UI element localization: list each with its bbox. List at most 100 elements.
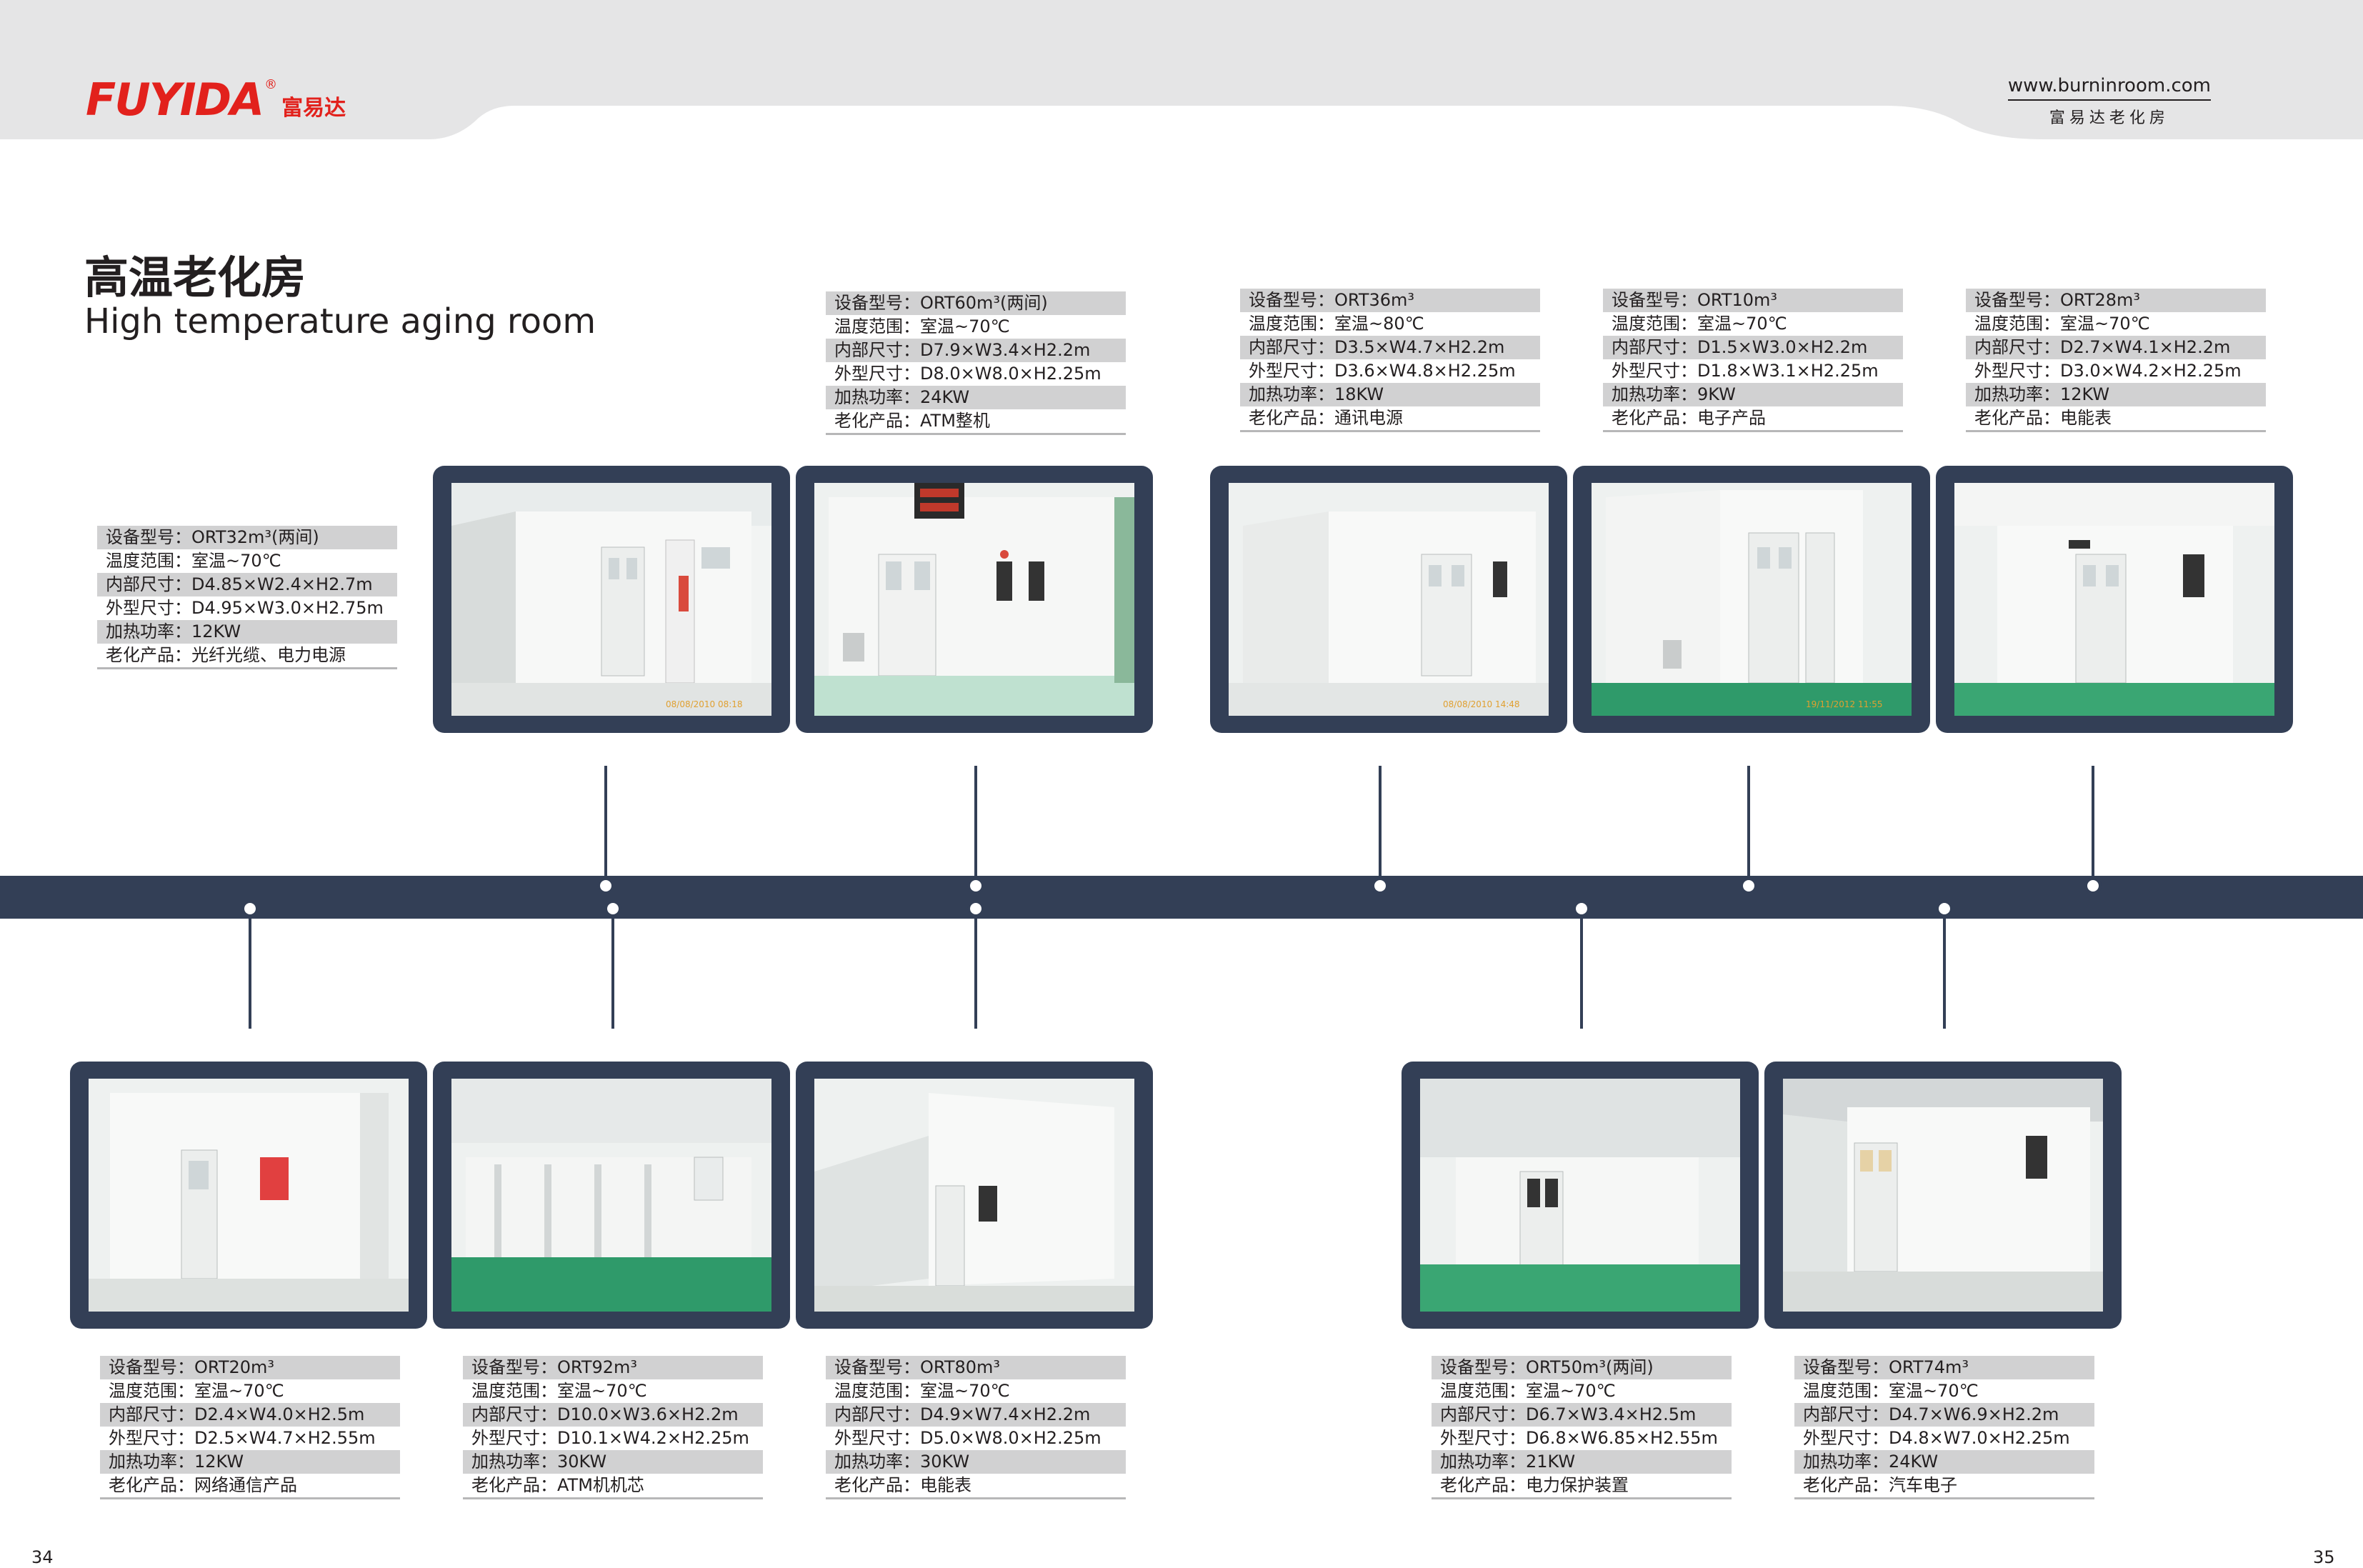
spec-block-ort10: 设备型号：ORT10m³ 温度范围：室温~70℃ 内部尺寸：D1.5×W3.0×…: [1603, 289, 1903, 432]
spec-inner-size: 内部尺寸：D10.0×W3.6×H2.2m: [463, 1403, 763, 1427]
timeline-node: [1936, 900, 1953, 917]
spec-temperature: 温度范围：室温~70℃: [106, 551, 281, 571]
spec-block-ort32: 设备型号：ORT32m³(两间) 温度范围：室温~70℃ 内部尺寸：D4.85×…: [97, 526, 397, 669]
room-photo-ort36: 08/08/2010 14:48: [1210, 466, 1567, 733]
timeline-node: [241, 900, 259, 917]
spec-temperature: 温度范围：室温~70℃: [834, 316, 1010, 336]
spec-block-ort60: 设备型号：ORT60m³(两间) 温度范围：室温~70℃ 内部尺寸：D7.9×W…: [826, 291, 1126, 435]
spec-outer-size: 外型尺寸：D10.1×W4.2×H2.25m: [471, 1428, 749, 1448]
spec-model: 设备型号：ORT10m³: [1603, 289, 1903, 312]
spec-block-ort92: 设备型号：ORT92m³ 温度范围：室温~70℃ 内部尺寸：D10.0×W3.6…: [463, 1356, 763, 1499]
spec-inner-size: 内部尺寸：D2.7×W4.1×H2.2m: [1966, 336, 2266, 359]
page-number-left: 34: [31, 1547, 54, 1567]
room-photo-ort32: 08/08/2010 08:18: [433, 466, 790, 733]
spec-model: 设备型号：ORT80m³: [826, 1356, 1126, 1379]
spec-temperature: 温度范围：室温~70℃: [1974, 314, 2150, 334]
page-title-english: High temperature aging room: [84, 301, 596, 341]
spec-inner-size: 内部尺寸：D7.9×W3.4×H2.2m: [826, 339, 1126, 362]
photo-timestamp: 08/08/2010 14:48: [1443, 699, 1520, 709]
timeline-band: [0, 876, 2363, 919]
spec-block-ort50: 设备型号：ORT50m³(两间) 温度范围：室温~70℃ 内部尺寸：D6.7×W…: [1432, 1356, 1732, 1499]
room-photo-ort20: [70, 1062, 427, 1329]
spec-product: 老化产品：电能表: [826, 1474, 1126, 1499]
spec-outer-size: 外型尺寸：D8.0×W8.0×H2.25m: [834, 364, 1101, 384]
timeline-node: [1740, 877, 1757, 894]
spec-inner-size: 内部尺寸：D1.5×W3.0×H2.2m: [1603, 336, 1903, 359]
spec-outer-size: 外型尺寸：D5.0×W8.0×H2.25m: [834, 1428, 1101, 1448]
spec-inner-size: 内部尺寸：D6.7×W3.4×H2.5m: [1432, 1403, 1732, 1427]
spec-block-ort20: 设备型号：ORT20m³ 温度范围：室温~70℃ 内部尺寸：D2.4×W4.0×…: [100, 1356, 400, 1499]
spec-power: 加热功率：12KW: [100, 1450, 400, 1474]
brand-logo: FUYIDA ® 富易达: [86, 77, 346, 123]
spec-outer-size: 外型尺寸：D1.8×W3.1×H2.25m: [1612, 361, 1879, 381]
spec-block-ort36: 设备型号：ORT36m³ 温度范围：室温~80℃ 内部尺寸：D3.5×W4.7×…: [1240, 289, 1540, 432]
timeline-node: [604, 900, 621, 917]
spec-outer-size: 外型尺寸：D4.95×W3.0×H2.75m: [106, 598, 384, 618]
spec-temperature: 温度范围：室温~70℃: [834, 1381, 1010, 1401]
spec-product: 老化产品：网络通信产品: [100, 1474, 400, 1499]
spec-model: 设备型号：ORT32m³(两间): [97, 526, 397, 549]
room-photo-ort74: [1764, 1062, 2122, 1329]
room-photo-ort50: [1402, 1062, 1759, 1329]
spec-power: 加热功率：12KW: [1966, 383, 2266, 406]
room-photo-ort10: 19/11/2012 11:55: [1573, 466, 1930, 733]
logo-chinese-name: 富易达: [281, 96, 346, 121]
page-number-right: 35: [2313, 1547, 2335, 1567]
spec-product: 老化产品：光纤光缆、电力电源: [97, 644, 397, 669]
spec-product: 老化产品：ATM整机: [826, 409, 1126, 435]
spec-product: 老化产品：电力保护装置: [1432, 1474, 1732, 1499]
timeline-node: [1372, 877, 1389, 894]
spec-product: 老化产品：通讯电源: [1240, 406, 1540, 432]
spec-model: 设备型号：ORT92m³: [463, 1356, 763, 1379]
spec-temperature: 温度范围：室温~70℃: [1612, 314, 1787, 334]
spec-product: 老化产品：汽车电子: [1794, 1474, 2094, 1499]
website-subtitle: 富易达老化房: [2049, 109, 2169, 127]
timeline-node: [597, 877, 614, 894]
room-photo-ort80: [796, 1062, 1153, 1329]
timeline-node: [967, 877, 984, 894]
spec-model: 设备型号：ORT36m³: [1240, 289, 1540, 312]
spec-power: 加热功率：24KW: [1794, 1450, 2094, 1474]
spec-inner-size: 内部尺寸：D2.4×W4.0×H2.5m: [100, 1403, 400, 1427]
timeline-node: [1573, 900, 1590, 917]
spec-outer-size: 外型尺寸：D4.8×W7.0×H2.25m: [1803, 1428, 2070, 1448]
spec-temperature: 温度范围：室温~70℃: [1803, 1381, 1979, 1401]
spec-product: 老化产品：电子产品: [1603, 406, 1903, 432]
website-block: www.burninroom.com 富易达老化房: [2007, 75, 2211, 128]
spec-model: 设备型号：ORT74m³: [1794, 1356, 2094, 1379]
spec-power: 加热功率：30KW: [826, 1450, 1126, 1474]
spec-outer-size: 外型尺寸：D3.6×W4.8×H2.25m: [1249, 361, 1516, 381]
room-photo-ort60: [796, 466, 1153, 733]
room-photo-ort28: [1936, 466, 2293, 733]
photo-timestamp: 08/08/2010 08:18: [666, 699, 743, 709]
spec-model: 设备型号：ORT28m³: [1966, 289, 2266, 312]
spec-product: 老化产品：ATM机机芯: [463, 1474, 763, 1499]
photo-timestamp: 19/11/2012 11:55: [1806, 699, 1883, 709]
spec-inner-size: 内部尺寸：D4.85×W2.4×H2.7m: [97, 573, 397, 596]
spec-temperature: 温度范围：室温~80℃: [1249, 314, 1424, 334]
spec-temperature: 温度范围：室温~70℃: [109, 1381, 284, 1401]
spec-product: 老化产品：电能表: [1966, 406, 2266, 432]
spec-model: 设备型号：ORT20m³: [100, 1356, 400, 1379]
timeline-node: [2084, 877, 2102, 894]
spec-model: 设备型号：ORT50m³(两间): [1432, 1356, 1732, 1379]
spec-temperature: 温度范围：室温~70℃: [471, 1381, 647, 1401]
spec-block-ort28: 设备型号：ORT28m³ 温度范围：室温~70℃ 内部尺寸：D2.7×W4.1×…: [1966, 289, 2266, 432]
page-title-chinese: 高温老化房: [84, 251, 306, 304]
registered-mark: ®: [264, 77, 278, 92]
spec-outer-size: 外型尺寸：D6.8×W6.85×H2.55m: [1440, 1428, 1718, 1448]
spec-inner-size: 内部尺寸：D4.9×W7.4×H2.2m: [826, 1403, 1126, 1427]
spec-outer-size: 外型尺寸：D2.5×W4.7×H2.55m: [109, 1428, 376, 1448]
timeline-node: [967, 900, 984, 917]
website-url: www.burninroom.com: [2007, 75, 2211, 101]
spec-power: 加热功率：24KW: [826, 386, 1126, 409]
spec-power: 加热功率：9KW: [1603, 383, 1903, 406]
spec-block-ort74: 设备型号：ORT74m³ 温度范围：室温~70℃ 内部尺寸：D4.7×W6.9×…: [1794, 1356, 2094, 1499]
spec-power: 加热功率：18KW: [1240, 383, 1540, 406]
spec-power: 加热功率：12KW: [97, 620, 397, 644]
spec-outer-size: 外型尺寸：D3.0×W4.2×H2.25m: [1974, 361, 2242, 381]
spec-temperature: 温度范围：室温~70℃: [1440, 1381, 1616, 1401]
spec-block-ort80: 设备型号：ORT80m³ 温度范围：室温~70℃ 内部尺寸：D4.9×W7.4×…: [826, 1356, 1126, 1499]
spec-inner-size: 内部尺寸：D4.7×W6.9×H2.2m: [1794, 1403, 2094, 1427]
